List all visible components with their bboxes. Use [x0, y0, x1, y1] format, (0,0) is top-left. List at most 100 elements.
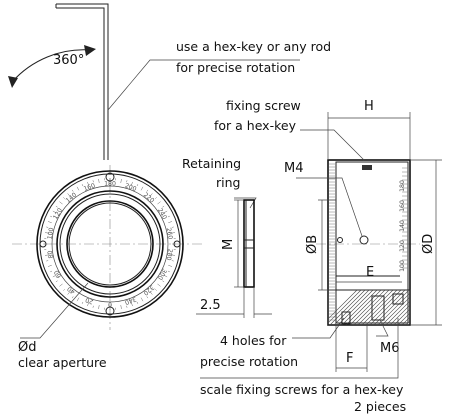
- hatch-line: [329, 290, 366, 325]
- m4-label: M4: [284, 161, 304, 176]
- scale-tick: [157, 201, 161, 205]
- retaining-ring-section: [243, 199, 255, 288]
- side-scale-label: 180: [399, 180, 406, 192]
- scale-tick: [76, 186, 80, 191]
- clear-aperture: [68, 202, 152, 286]
- side-scale-label: 160: [399, 200, 406, 212]
- hatch-line: [369, 290, 406, 325]
- hatch-line: [389, 304, 410, 325]
- scale-tick: [81, 184, 84, 187]
- hatch-line: [328, 290, 362, 324]
- scale-tick: [167, 270, 170, 273]
- aperture-leader: [20, 282, 89, 339]
- hatch-line: [414, 290, 449, 325]
- scale-tick: [44, 254, 49, 256]
- hatch-line: [401, 316, 410, 325]
- m6-leader: [376, 319, 389, 337]
- scale-tick: [50, 270, 53, 273]
- rotating-ring: [56, 190, 164, 298]
- scale-tick: [87, 181, 90, 186]
- scale-tick: [171, 254, 176, 256]
- scale-tick: [149, 291, 153, 295]
- scale-tick: [162, 205, 165, 208]
- fixing-screw-top: [362, 165, 372, 170]
- scale-label: 120: [52, 207, 64, 221]
- scale-label: 260: [165, 227, 174, 240]
- scale-label: 340: [124, 295, 138, 306]
- rotation-hole-top: [105, 172, 115, 182]
- scale-tick: [55, 280, 58, 283]
- dim-d-label: ØD: [421, 234, 436, 254]
- scale-screw-label-line1: scale fixing screws for a hex-key: [200, 382, 404, 397]
- scale-label: 100: [46, 227, 55, 240]
- hex-key-leader: [107, 59, 300, 111]
- scale-tick: [63, 289, 65, 291]
- fixing-screw-leader: [300, 129, 365, 161]
- scale-tick: [92, 180, 94, 183]
- scale-tick: [98, 305, 100, 310]
- scale-label: 40: [66, 285, 77, 295]
- rotation-hole-right: [173, 240, 181, 248]
- scale-label: 160: [83, 182, 97, 193]
- scale-screw-label-line2: 2 pieces: [354, 399, 406, 414]
- hatch-line: [393, 308, 410, 325]
- hatch-line: [397, 312, 410, 325]
- side-view: H ØD ØB E F fixing screw for a hex-key M…: [200, 98, 450, 414]
- scale-tick: [46, 226, 49, 228]
- scale-label: 60: [53, 269, 63, 279]
- scale-tick: [140, 297, 144, 302]
- scale-label: 180: [104, 181, 116, 188]
- hatch-line: [418, 290, 450, 325]
- outer-ring: [36, 170, 184, 318]
- scale-tick: [162, 280, 165, 283]
- scale-tick: [67, 193, 71, 197]
- scale-tick: [140, 186, 144, 191]
- hatch-line: [357, 290, 394, 325]
- hatch-line: [333, 290, 370, 325]
- m4-leader: [296, 177, 363, 237]
- scale-label: 280: [165, 248, 174, 261]
- side-scale-label: 100: [399, 260, 406, 272]
- scale-tick: [98, 178, 100, 183]
- rotation-arrow-right: [84, 45, 96, 56]
- scale-tick: [168, 264, 173, 267]
- m6-thread: [371, 295, 385, 321]
- fixing-screw-m4: [359, 235, 369, 245]
- aperture-edge: [66, 200, 154, 288]
- scale-tick: [155, 289, 157, 291]
- scale-label: 0: [108, 301, 112, 308]
- retaining-label-line1: Retaining: [182, 156, 241, 171]
- dim-b-label: ØB: [305, 235, 320, 254]
- scale-tick: [136, 184, 139, 187]
- hatch-line: [328, 290, 358, 320]
- hex-key-label-line2: for precise rotation: [176, 60, 295, 75]
- side-scale-label: 140: [399, 220, 406, 232]
- aperture-diameter-label: Ød: [18, 340, 36, 355]
- scale-tick: [47, 264, 52, 267]
- scale-tick: [171, 260, 174, 262]
- scale-tick: [47, 221, 52, 224]
- hatch-line: [341, 290, 378, 325]
- hatch-line: [409, 324, 410, 325]
- scale-tick: [44, 232, 49, 234]
- scale-tick: [120, 178, 122, 183]
- scale-tick: [171, 226, 174, 228]
- scale-screw-leader: [200, 318, 399, 379]
- scale-tick: [126, 180, 128, 183]
- hex-key-label-line1: use a hex-key or any rod: [176, 39, 331, 54]
- section-hatching: [328, 290, 450, 325]
- scale-tick: [157, 283, 161, 287]
- holes-label-line1: 4 holes for: [220, 333, 287, 348]
- hex-key-rod: [56, 3, 109, 160]
- scale-tick: [149, 193, 153, 197]
- dim-f-label: F: [346, 351, 353, 366]
- scale-label: 200: [124, 182, 138, 193]
- scale-tick: [87, 302, 90, 307]
- holes-label-line2: precise rotation: [200, 354, 298, 369]
- fixing-screw-label-line1: fixing screw: [226, 98, 301, 113]
- holes-leader: [292, 317, 345, 339]
- scale-label: 240: [156, 207, 168, 221]
- scale-tick: [171, 232, 176, 234]
